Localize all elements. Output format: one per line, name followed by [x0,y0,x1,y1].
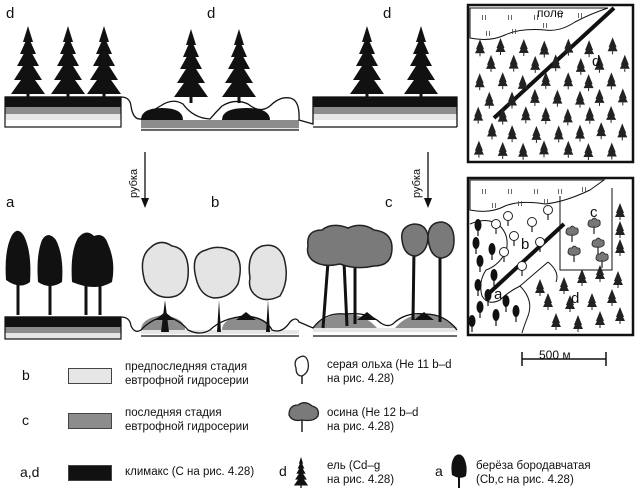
legend-icons [288,355,467,488]
legend-key-spruce: d [279,463,287,479]
panel-letter-c: c [385,194,393,211]
legend-swatch-stage-c [68,413,112,429]
map-top-letter-d: d [592,53,601,70]
top-row [4,26,458,131]
legend-swatch-stage-b [68,368,112,384]
bottom-row [4,221,458,340]
scale-bar-label: 500 м [539,348,571,362]
cutting-arrows [141,152,432,208]
legend-spruce-text2: на рис. 4.28) [327,474,395,486]
birch-legend-icon [451,454,467,488]
legend-ad-text: климакс (С на рис. 4.28) [125,466,255,478]
legend-alder-text2: на рис. 4.28) [327,373,395,385]
legend-c-text2: евтрофной гидросерии [125,421,249,433]
legend-b-text1: предпоследняя стадия [125,361,248,373]
legend-key-ad: a,d [20,464,40,480]
map-top-field-label: поле [537,6,564,20]
aspen-trees [306,221,455,329]
alder-legend-icon [294,355,310,384]
legend-spruce-text1: ель (Cd–g [327,460,381,472]
map-bottom-letter-c: c [590,204,598,221]
aspen-legend-icon [288,402,320,432]
legend-key-c: c [22,412,29,428]
panel-letter-a: a [6,194,15,211]
legend-aspen-text2: на рис. 4.28) [327,421,395,433]
map-bottom-letter-a: a [494,286,503,303]
alder-trees [141,241,287,332]
legend-key-birch: a [435,463,443,479]
birch-trees [5,230,114,315]
cutting-label-right: рубка [411,168,423,198]
map-bottom-letter-b: b [521,236,530,253]
legend-aspen-text1: осина (He 12 b–d [327,407,419,419]
panel-letter-d2: d [207,5,216,22]
legend-c-text1: последняя стадия [125,407,222,419]
cutting-label-left: рубка [128,168,140,198]
scale-bar [521,352,607,366]
panel-letter-d3: d [383,5,392,22]
legend-birch-text2: (Cb,c на рис. 4.28) [476,474,574,486]
legend-alder-text1: серая ольха (He 11 b–d [327,359,452,371]
panel-letter-b: b [211,194,220,211]
legend-b-text2: евтрофной гидросерии [125,375,249,387]
legend-swatch-climax [68,465,112,481]
legend-key-b: b [22,367,30,383]
legend-birch-text1: берёза бородавчатая [476,460,591,472]
map-bottom-letter-d: d [571,290,580,307]
spruce-legend-icon [293,456,309,488]
panel-letter-d1: d [6,5,15,22]
